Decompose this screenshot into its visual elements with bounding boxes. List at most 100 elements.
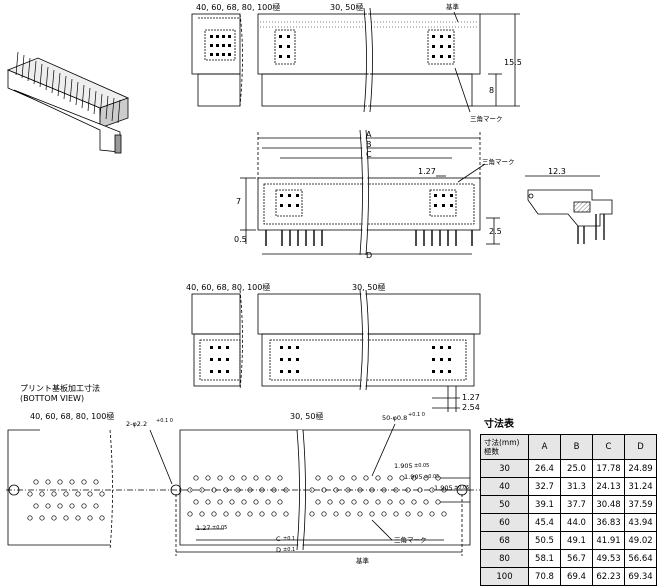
side-view [525,175,613,244]
cell-b: 56.7 [560,549,593,568]
front-dim-127-label: 1.27 [418,167,436,176]
cell-c: 17.78 [592,459,625,478]
connector-3d-illustration [6,51,130,154]
cell-d: 69.34 [624,567,657,586]
cell-b: 49.1 [560,531,593,550]
pcb-hole-large-label: 2-φ2.2 [126,420,148,428]
cell-a: 26.4 [528,459,561,478]
cell-b: 31.3 [560,477,593,496]
front-triangle-mark-label: 三角マーク [482,158,515,166]
cell-pins: 50 [480,495,529,514]
pcb-triangle-mark-label: 三角マーク [394,536,427,544]
header-dim: 寸法(mm) [484,438,520,447]
top-triangle-mark-label: 三角マーク [470,115,503,123]
pcb-dim-d-label: D [276,546,282,554]
cell-pins: 40 [480,477,529,496]
cell-b: 69.4 [560,567,593,586]
bottom-dim-254-label: 2.54 [462,403,480,412]
dim-b-label: B [366,140,372,149]
pcb-dim-d-tol: ±0.1 [283,547,296,553]
header-dim-pins: 寸法(mm) 極数 [480,434,529,460]
cell-c: 41.91 [592,531,625,550]
pcb-pitch-1-tol: ±0.05 [414,463,430,469]
header-pins: 極数 [484,447,499,456]
pcb-dim-c-tol: ±0.1 [283,536,296,542]
bottom-dim-127-label: 1.27 [462,393,480,402]
cell-b: 37.7 [560,495,593,514]
pcb-hole-small-label: 50-φ0.8 [382,414,408,422]
cell-a: 39.1 [528,495,561,514]
top-dim-8-label: 8 [489,86,495,95]
top-pins-multi-label: 40, 60, 68, 80, 100極 [196,3,281,12]
top-dim-height-label: 15.5 [504,58,522,67]
cell-c: 30.48 [592,495,625,514]
pcb-pitch-1-label: 1.905 [394,462,413,470]
front-dim-7-label: 7 [236,197,242,206]
top-pins-single-label: 30, 50極 [330,3,364,12]
pcb-hole-large-tol: +0.1 0 [156,418,173,424]
cell-pins: 60 [480,513,529,532]
cell-c: 62.23 [592,567,625,586]
table-title: 寸法表 [484,419,514,430]
pcb-pins-single-label: 30, 50極 [290,412,324,421]
pcb-datum-label: 基準 [356,557,369,565]
cell-d: 49.02 [624,531,657,550]
cell-d: 37.59 [624,495,657,514]
cell-b: 44.0 [560,513,593,532]
pcb-hole-small-tol: +0.1 0 [408,412,425,418]
top-datum-label: 基準 [446,3,459,11]
pcb-pitch-127-tol: ±0.05 [212,525,228,531]
pcb-title: プリント基板加工寸法 [20,384,100,393]
cell-pins: 80 [480,549,529,568]
cell-d: 24.89 [624,459,657,478]
bottom-pins-multi-label: 40, 60, 68, 80, 100極 [186,283,271,292]
table-header-row: 寸法(mm) 極数 A B C D [480,434,657,460]
cell-c: 24.13 [592,477,625,496]
cell-a: 50.5 [528,531,561,550]
pcb-hole-layout [6,423,480,556]
front-view [240,129,500,256]
header-c: C [592,434,625,460]
pcb-pins-multi-label: 40, 60, 68, 80, 100極 [30,412,115,421]
cell-d: 31.24 [624,477,657,496]
cell-a: 45.4 [528,513,561,532]
front-dim-25-label: 2.5 [489,227,502,236]
header-b: B [560,434,593,460]
side-dim-123-label: 12.3 [548,167,566,176]
front-dim-05-label: 0.5 [234,235,247,244]
top-view [191,7,520,113]
cell-pins: 68 [480,531,529,550]
cell-pins: 30 [480,459,529,478]
cell-d: 43.94 [624,513,657,532]
cell-d: 56.64 [624,549,657,568]
cell-c: 36.83 [592,513,625,532]
cell-pins: 100 [480,567,529,586]
header-d: D [624,434,657,460]
cell-a: 70.8 [528,567,561,586]
pcb-pitch-3-tol: ±0.05 [454,485,470,491]
dim-a-label: A [366,130,372,139]
header-a: A [528,434,561,460]
dim-d-label: D [366,251,373,260]
bottom-view [191,289,481,412]
pcb-subtitle: (BOTTOM VIEW) [20,394,85,403]
pcb-pitch-127-label: 1.27 [196,524,211,532]
cell-a: 32.7 [528,477,561,496]
pcb-dim-c-label: C [276,535,281,543]
bottom-pins-single-label: 30, 50極 [352,283,386,292]
cell-a: 58.1 [528,549,561,568]
pcb-pitch-3-label: 1.905 [434,484,453,492]
pcb-pitch-2-tol: ±0.05 [424,474,440,480]
dim-c-label: C [366,150,372,159]
cell-b: 25.0 [560,459,593,478]
cell-c: 49.53 [592,549,625,568]
